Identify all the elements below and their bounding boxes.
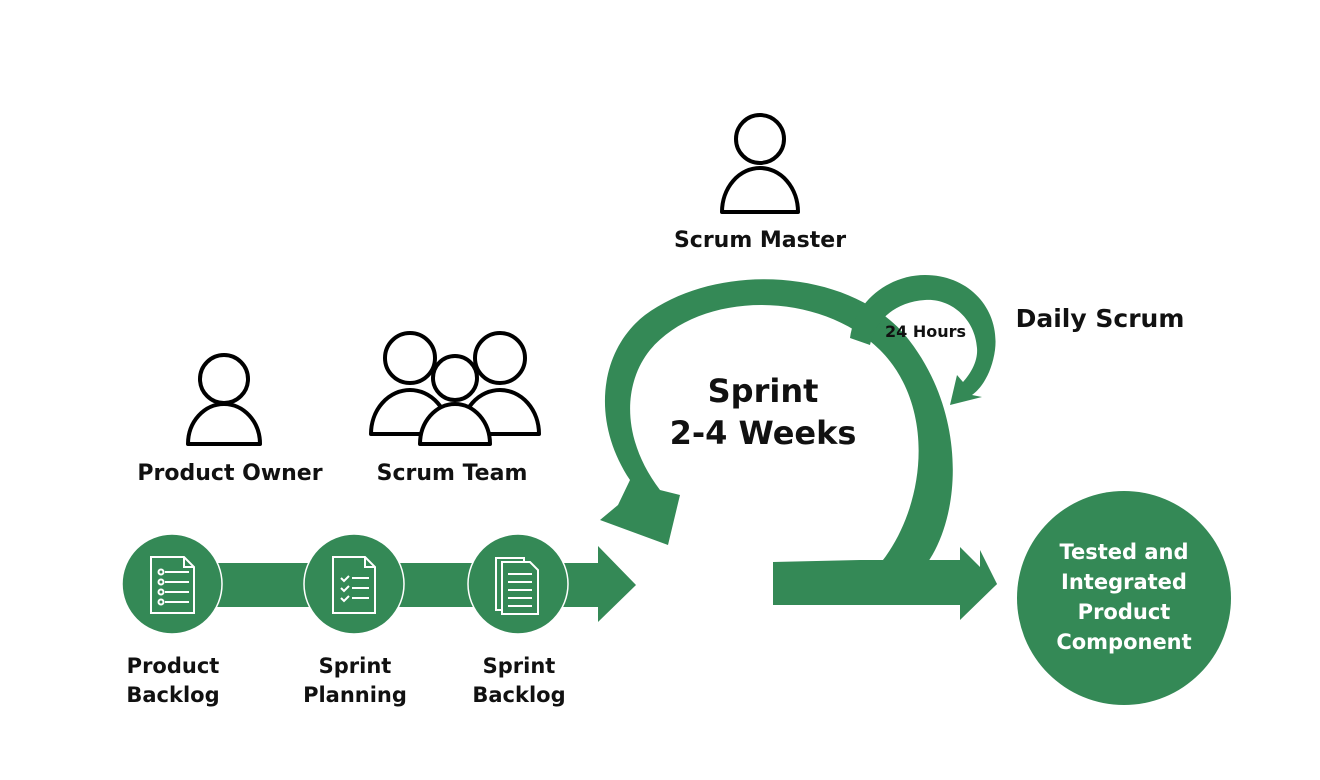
step-sprint-planning (303, 533, 405, 635)
sprint-duration: 2-4 Weeks (669, 414, 857, 452)
scrum-team-label: Scrum Team (376, 461, 528, 486)
daily-scrum-arrow (850, 275, 996, 405)
product-owner-label: Product Owner (137, 461, 323, 486)
sprint-label: Sprint 2-4 Weeks (648, 370, 878, 454)
product-backlog-label: Product Backlog (100, 652, 246, 710)
daily-cycle-label: 24 Hours (884, 322, 967, 341)
sprint-planning-label: Sprint Planning (282, 652, 428, 710)
scrum-master-label: Scrum Master (673, 228, 847, 253)
list-document-icon (150, 556, 195, 614)
product-owner-icon (186, 353, 262, 446)
sprint-title: Sprint (707, 372, 819, 410)
daily-scrum-label: Daily Scrum (1015, 304, 1185, 333)
step-label-line: Backlog (472, 683, 566, 707)
sprint-cycle-arrow (600, 279, 997, 618)
documents-stack-icon (495, 557, 539, 615)
result-line: Tested and (1059, 540, 1189, 564)
result-line: Component (1056, 630, 1192, 654)
sprint-backlog-label: Sprint Backlog (446, 652, 592, 710)
checklist-document-icon (332, 556, 376, 614)
step-label-line: Backlog (126, 683, 220, 707)
step-label-line: Product (126, 654, 220, 678)
result-line: Integrated (1061, 570, 1187, 594)
result-line: Product (1077, 600, 1171, 624)
result-label: Tested and Integrated Product Component (1034, 537, 1214, 657)
scrum-master-icon (720, 113, 800, 214)
step-label-line: Planning (303, 683, 407, 707)
result-circle (1017, 491, 1231, 705)
step-sprint-backlog (467, 533, 569, 635)
step-label-line: Sprint (482, 654, 556, 678)
step-label-line: Sprint (318, 654, 392, 678)
step-product-backlog (121, 533, 223, 635)
sprint-output-arrow (773, 547, 997, 620)
scrum-team-icon (369, 331, 541, 446)
